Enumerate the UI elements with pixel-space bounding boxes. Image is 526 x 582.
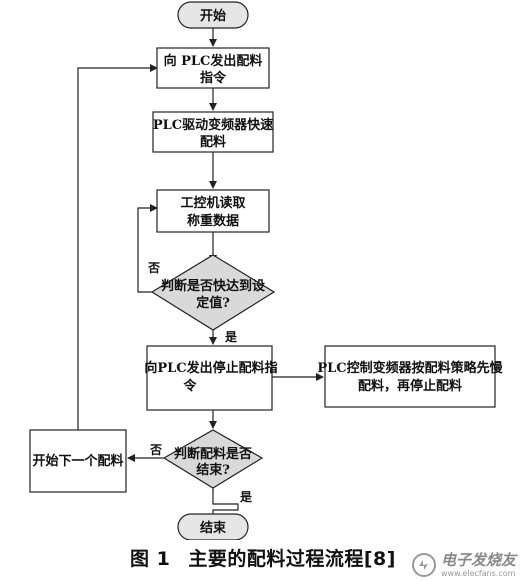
figure-number: 图 1 [130,548,171,570]
watermark: 电子发烧友 www.elecfans.com [411,552,516,578]
send-command-line1: 向 PLC发出配料 [164,53,263,69]
next-batch-box [29,429,127,493]
read-weight-line1: 工控机读取 [180,195,246,211]
no-label-finish: 否 [149,443,162,457]
next-batch-label: 开始下一个配料 [32,453,123,469]
watermark-url: www.elecfans.com [440,568,516,578]
yes-label-setpoint: 是 [224,330,238,344]
watermark-name: 电子发烧友 [440,550,516,569]
arrow-next-loop [77,64,158,430]
start-terminal [177,1,249,29]
plc-fast-feed-box [152,111,274,153]
no-label-setpoint: 否 [147,261,160,275]
plc-slow-line2: 配料，再停止配料 [358,378,462,394]
plc-slow-feed-box [324,345,496,408]
finish-decision [162,429,264,489]
arrow-check-no-loop [137,204,158,293]
read-weight-line2: 称重数据 [187,213,239,229]
read-weight-box [156,189,270,233]
setpoint-check-line2: 定值? [195,295,230,311]
plc-fast-line2: 配料 [200,134,226,150]
connector-lines [77,28,324,514]
plc-fast-line1: PLC驱动变频器快速 [153,117,273,133]
flowchart-shapes [29,1,496,540]
setpoint-check-line1: 判断是否快达到设 [161,278,266,294]
end-terminal [177,513,249,540]
send-command-line2: 指令 [200,70,227,86]
stop-command-line1: 向PLC发出停止配料指 [144,360,277,376]
finish-check-line1: 判断配料是否 [174,446,252,462]
flowchart: 开始 向 PLC发出配料 指令 PLC驱动变频器快速 配料 工控机读取 称重数据… [29,1,504,540]
arrow-finish-yes [212,488,239,514]
finish-check-line2: 结束? [196,462,230,478]
yes-label-finish: 是 [239,490,253,504]
stop-command-line2: 令 [183,378,197,394]
setpoint-decision [150,254,276,331]
end-label: 结束 [200,520,227,536]
send-command-box [156,47,270,89]
watermark-logo-icon [411,553,436,577]
plc-slow-line1: PLC控制变频器按配料策略先慢 [317,360,503,376]
start-label: 开始 [200,8,226,24]
figure-title: 主要的配料过程流程[8] [188,548,396,570]
figure-caption: 图 1 主要的配料过程流程[8] [0,544,526,571]
stop-command-box [146,345,273,411]
